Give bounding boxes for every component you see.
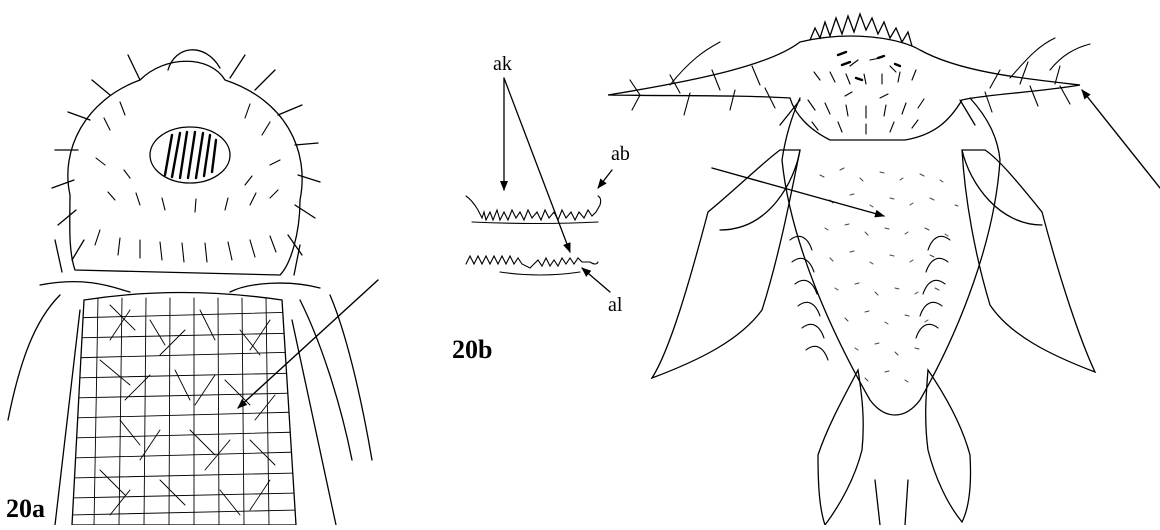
pointer-arrow-20a	[238, 280, 378, 408]
figure-label-20b: 20b	[452, 337, 492, 363]
panel-20a-drawing	[8, 50, 378, 525]
arrow-al	[582, 268, 610, 292]
label-ak: ak	[493, 54, 512, 74]
label-ab: ab	[611, 144, 630, 164]
arrow-ak-2	[504, 78, 570, 252]
panel-20b-drawing	[466, 78, 612, 292]
head-capsule-20a	[68, 61, 302, 275]
body-20c	[782, 98, 1000, 415]
figure-label-20a: 20a	[6, 496, 45, 522]
tooth-row-lower	[466, 256, 598, 268]
tooth-row-upper	[466, 196, 601, 220]
oral-opening-20a	[150, 127, 230, 183]
appendage-left-upper	[652, 150, 800, 378]
pointer-arrow-20c-right	[1082, 90, 1160, 188]
cuticular-net-20a	[72, 293, 296, 526]
appendage-right-lower	[926, 370, 971, 522]
appendage-right-upper	[962, 150, 1095, 372]
appendage-left-lower	[818, 370, 863, 525]
pointer-arrow-20c-center	[712, 168, 884, 216]
panel-20c-drawing	[608, 14, 1160, 525]
arrow-ab	[598, 170, 612, 188]
label-al: al	[608, 295, 622, 315]
